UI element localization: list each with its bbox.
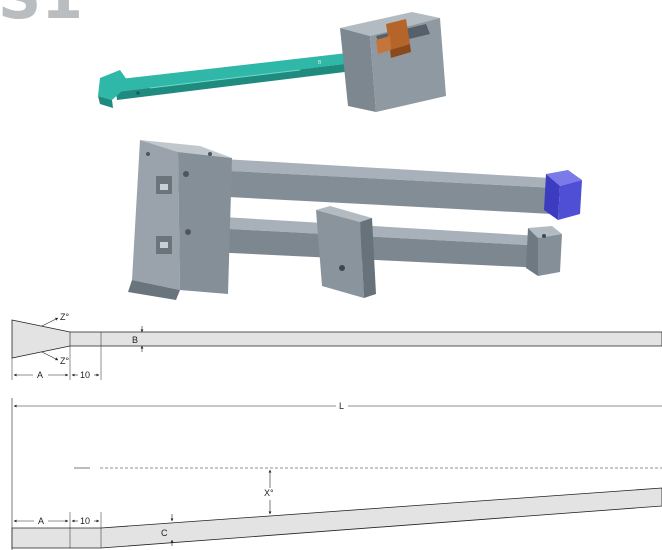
dim-thickness-b: B: [132, 335, 138, 345]
dim-offset-x: X°: [264, 488, 274, 498]
fixture-cross-block: [316, 206, 376, 298]
dim-width-10-side: 10: [80, 516, 90, 526]
dim-width-10-top: 10: [80, 370, 90, 380]
steel-block: [340, 12, 446, 112]
strip-side-shape: [11, 487, 662, 549]
model-fixture: [128, 140, 582, 300]
fixture-base-plate: [128, 140, 232, 300]
partial-heading: S1: [0, 0, 83, 33]
dim-thickness-c: C: [161, 528, 168, 538]
strip-top-shape: [11, 319, 662, 359]
probe-part-tag: B: [318, 60, 322, 66]
dim-length-l: L: [339, 401, 344, 411]
blue-end-cap: [544, 170, 582, 220]
angle-z-bottom: Z°: [60, 356, 69, 366]
fixture-lower-bar: [206, 206, 562, 298]
model-probe-block: [98, 12, 446, 112]
teal-probe-arm: [98, 52, 361, 108]
drawing-side-view: L X° A 10 C: [11, 398, 662, 550]
dim-width-a-side: A: [38, 516, 44, 526]
dim-width-a-top: A: [37, 370, 43, 380]
copper-insert: [376, 19, 411, 58]
drawing-top-view: Z° Z° B A 10: [11, 312, 662, 380]
angle-z-top: Z°: [60, 312, 69, 322]
fixture-upper-bar: [206, 158, 582, 220]
